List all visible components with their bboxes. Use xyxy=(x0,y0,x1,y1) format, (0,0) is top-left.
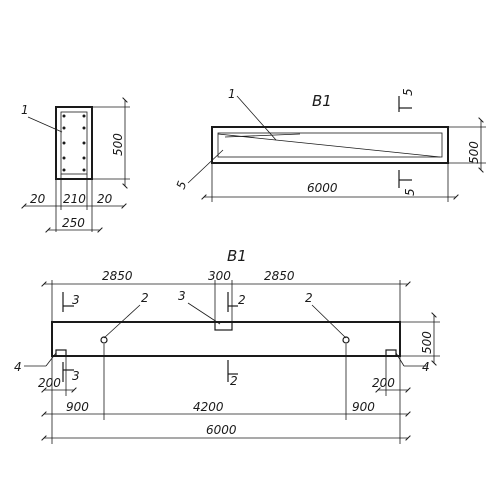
leader-line xyxy=(45,352,57,367)
callout-1: 1 xyxy=(21,103,29,117)
lifting-loop-left xyxy=(100,336,108,344)
section-5-top: 5 xyxy=(401,88,415,96)
dim-900-right: 900 xyxy=(352,400,375,414)
diagonal-line xyxy=(217,133,441,158)
dim-210: 210 xyxy=(63,192,86,206)
cross-section-outline xyxy=(55,106,93,180)
cross-section-view: 1 500 20 210 20 250 xyxy=(21,97,130,233)
callout-4-right: 4 xyxy=(422,360,430,374)
height-dim-500: 500 xyxy=(111,133,125,156)
leader-line xyxy=(103,304,141,339)
lifting-loop-right xyxy=(342,336,350,344)
section-2-bottom: 2 xyxy=(230,374,238,388)
dim-250: 250 xyxy=(62,216,85,230)
rebar-dot xyxy=(62,126,66,130)
diagonal-line xyxy=(224,133,301,138)
callout-2-right: 2 xyxy=(305,291,313,305)
dim-900-left: 900 xyxy=(66,400,89,414)
leader-line xyxy=(27,116,63,133)
dim-2850-right: 2850 xyxy=(264,269,295,283)
rebar-dot xyxy=(62,156,66,160)
rebar-dot xyxy=(62,114,66,118)
center-block xyxy=(214,321,233,331)
dim-20-left: 20 xyxy=(30,192,46,206)
callout-2-left: 2 xyxy=(141,291,149,305)
callout-5-plan: 5 xyxy=(174,179,190,191)
rebar-dot xyxy=(82,114,86,118)
callout-4-left: 4 xyxy=(14,360,22,374)
elevation-view: B1 2850 300 2850 2 3 2 3 3 2 xyxy=(14,247,440,444)
plan-outline xyxy=(211,126,449,164)
callout-3: 3 xyxy=(178,289,186,303)
rebar-dot xyxy=(82,156,86,160)
rebar-dot xyxy=(62,168,66,172)
plan-view-title: B1 xyxy=(312,92,332,110)
dim-2850-left: 2850 xyxy=(102,269,133,283)
section-5-bottom: 5 xyxy=(403,188,417,196)
callout-1-plan: 1 xyxy=(228,87,236,101)
leader-line xyxy=(187,302,221,325)
section-3-top: 3 xyxy=(72,293,80,307)
rebar-dot xyxy=(82,168,86,172)
rebar-dot xyxy=(82,126,86,130)
plan-inner xyxy=(217,132,443,158)
leader-line xyxy=(187,149,224,184)
plan-view: B1 1 5 5 5 500 6000 xyxy=(174,87,486,202)
cross-section-inner xyxy=(60,111,88,175)
leader-line xyxy=(236,95,277,141)
section-3-bottom: 3 xyxy=(72,369,80,383)
support-dim-200-left: 200 xyxy=(38,376,61,390)
rebar-dot xyxy=(62,141,66,145)
dim-20-right: 20 xyxy=(97,192,113,206)
plan-length-6000: 6000 xyxy=(307,181,338,195)
rebar-dot xyxy=(82,141,86,145)
elevation-height-500: 500 xyxy=(420,331,434,354)
elevation-title: B1 xyxy=(227,247,247,265)
total-length-6000: 6000 xyxy=(206,423,237,437)
dim-4200: 4200 xyxy=(193,400,224,414)
leader-line xyxy=(311,304,347,339)
dim-300: 300 xyxy=(208,269,231,283)
section-2-top: 2 xyxy=(238,293,246,307)
support-dim-200-right: 200 xyxy=(372,376,395,390)
plan-height-500: 500 xyxy=(467,141,481,164)
